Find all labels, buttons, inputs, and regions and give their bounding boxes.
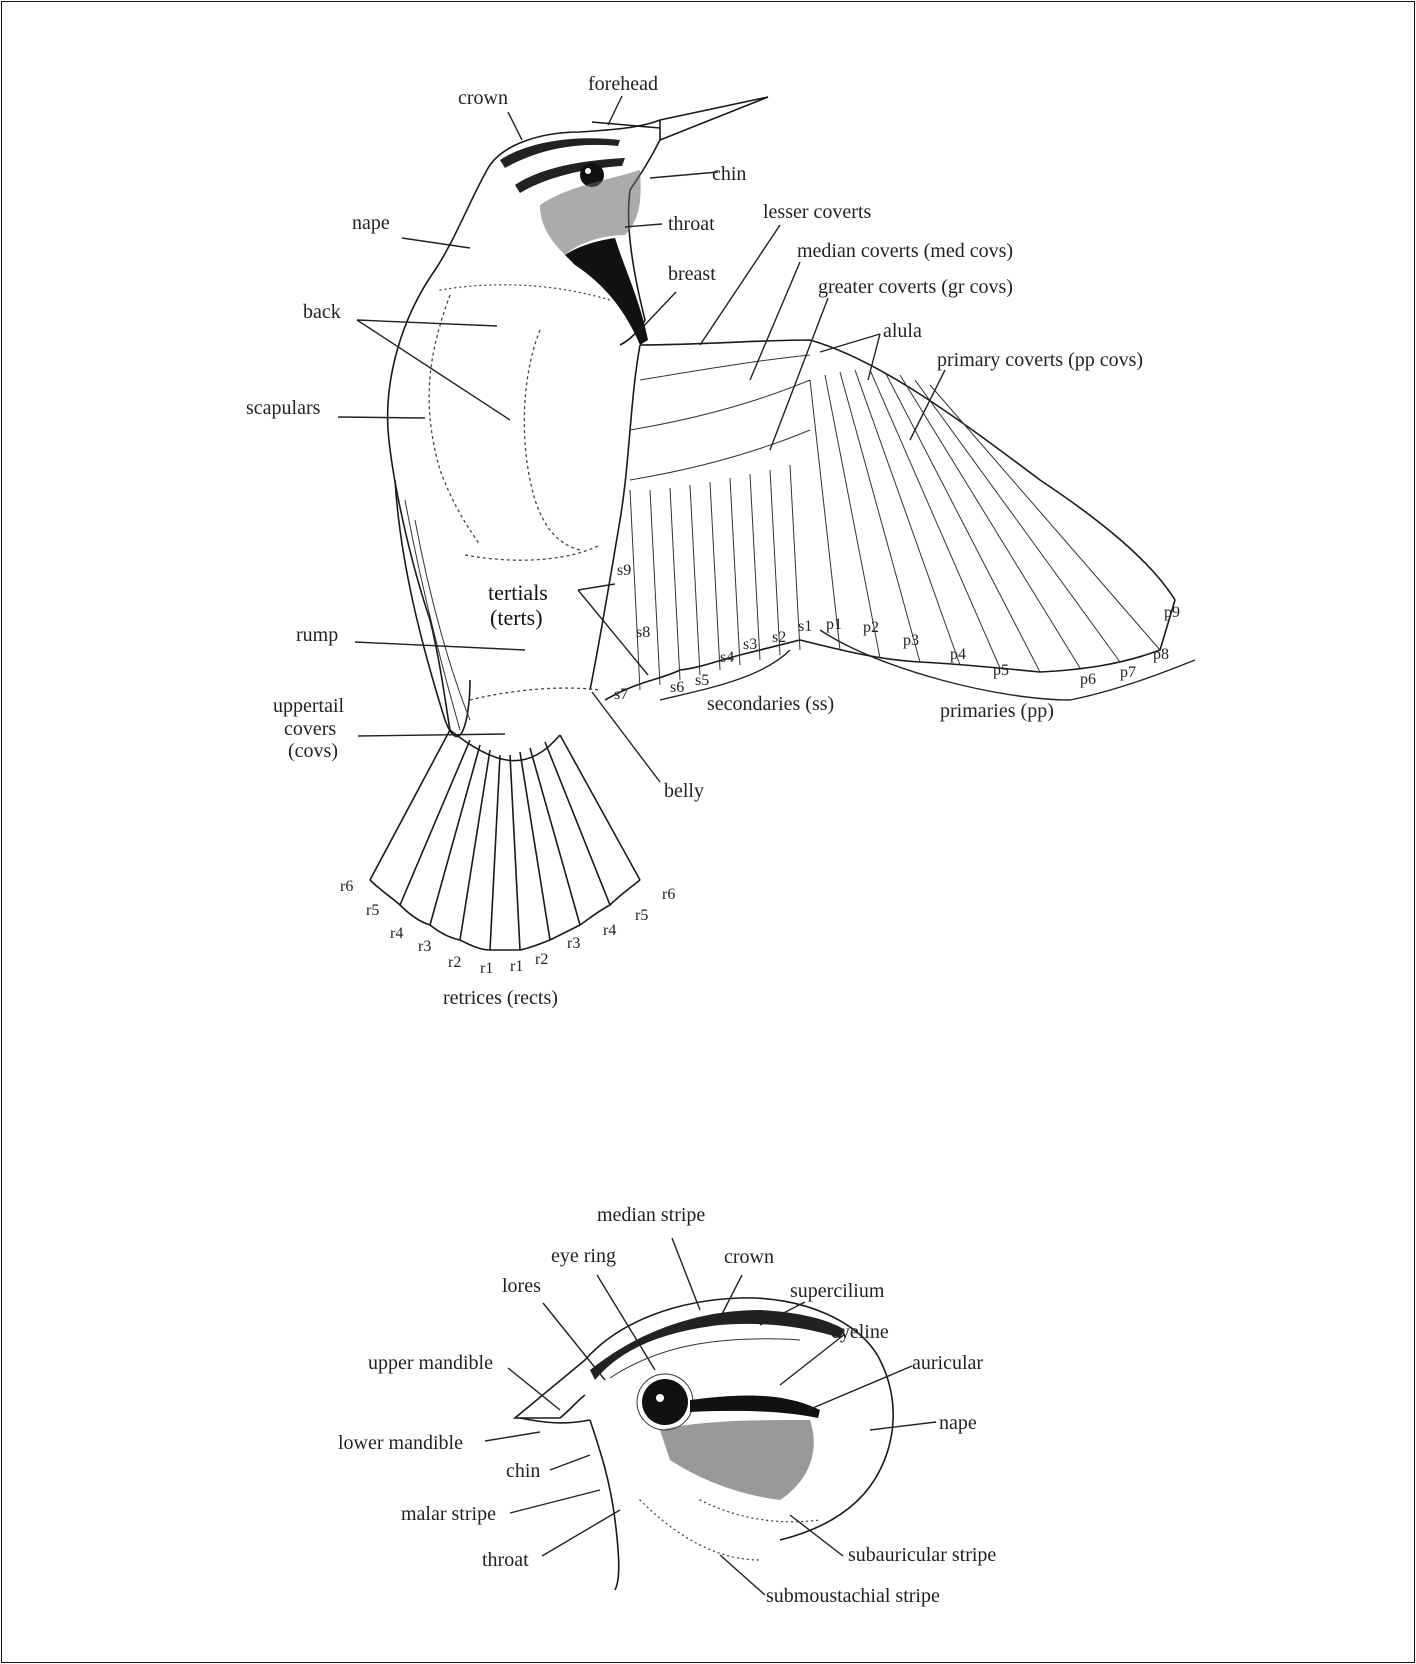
label-rump: rump xyxy=(296,624,338,646)
label-p7: p7 xyxy=(1120,664,1136,681)
label-eye-ring: eye ring xyxy=(551,1245,616,1267)
label-p5: p5 xyxy=(993,662,1009,679)
label-s2: s2 xyxy=(772,629,786,646)
label-s3: s3 xyxy=(743,636,757,653)
label-s9: s9 xyxy=(617,562,631,579)
label-tertials: tertials xyxy=(488,580,548,605)
label-s7: s7 xyxy=(614,686,628,703)
label-median-coverts: median coverts (med covs) xyxy=(797,240,1013,262)
label-lower-mandible: lower mandible xyxy=(338,1432,463,1454)
label-chin: chin xyxy=(712,163,746,185)
top-labels: crown forehead chin throat nape breast l… xyxy=(246,73,1143,1009)
label-scapulars: scapulars xyxy=(246,397,321,419)
label-s4: s4 xyxy=(720,649,734,666)
label-p1: p1 xyxy=(826,616,842,633)
label-forehead: forehead xyxy=(588,73,658,95)
label-crown-head: crown xyxy=(724,1246,774,1268)
label-secondaries: secondaries (ss) xyxy=(707,693,834,715)
label-s6: s6 xyxy=(670,679,684,696)
label-lores: lores xyxy=(502,1275,541,1297)
label-lesser-coverts: lesser coverts xyxy=(763,201,872,223)
label-r4-right: r4 xyxy=(603,922,616,939)
label-r5-left: r5 xyxy=(366,902,379,919)
label-r6-right: r6 xyxy=(662,886,675,903)
label-throat: throat xyxy=(668,213,715,235)
label-nape-head: nape xyxy=(939,1412,977,1434)
label-s8: s8 xyxy=(636,624,650,641)
label-r3-left: r3 xyxy=(418,938,431,955)
label-r5-right: r5 xyxy=(635,907,648,924)
label-median-stripe: median stripe xyxy=(597,1204,705,1226)
label-r2-left: r2 xyxy=(448,954,461,971)
label-belly: belly xyxy=(664,780,704,802)
label-nape: nape xyxy=(352,212,390,234)
label-uppertail-3: (covs) xyxy=(288,740,338,762)
label-r1-left: r1 xyxy=(480,960,493,977)
label-crown: crown xyxy=(458,87,508,109)
label-tertials-abbr: (terts) xyxy=(490,605,543,630)
label-submoustachial-stripe: submoustachial stripe xyxy=(766,1585,940,1607)
label-s5: s5 xyxy=(695,672,709,689)
label-primaries: primaries (pp) xyxy=(940,700,1054,722)
label-r1-right: r1 xyxy=(510,958,523,975)
label-uppertail-2: covers xyxy=(284,718,336,740)
label-greater-coverts: greater coverts (gr covs) xyxy=(818,276,1013,298)
label-primary-coverts: primary coverts (pp covs) xyxy=(937,349,1143,371)
label-p9: p9 xyxy=(1164,604,1180,621)
label-eyeline: eyeline xyxy=(831,1321,889,1343)
label-s1: s1 xyxy=(798,618,812,635)
label-back: back xyxy=(303,301,341,323)
label-malar-stripe: malar stripe xyxy=(401,1503,496,1525)
label-supercilium: supercilium xyxy=(790,1280,885,1302)
label-p3: p3 xyxy=(903,632,919,649)
label-uppertail-1: uppertail xyxy=(273,695,345,717)
label-r4-left: r4 xyxy=(390,925,403,942)
label-retrices: retrices (rects) xyxy=(443,987,558,1009)
label-breast: breast xyxy=(668,263,716,285)
label-alula: alula xyxy=(883,320,922,342)
label-r3-right: r3 xyxy=(567,935,580,952)
label-subauricular-stripe: subauricular stripe xyxy=(848,1544,996,1566)
feather-numbers: s1 s2 s3 s4 s5 s6 s7 s8 s9 p1 p2 p3 p4 p… xyxy=(340,562,1180,977)
top-leader-lines xyxy=(338,96,1195,782)
label-upper-mandible: upper mandible xyxy=(368,1352,493,1374)
label-r2-right: r2 xyxy=(535,951,548,968)
label-throat-head: throat xyxy=(482,1549,529,1571)
label-chin-head: chin xyxy=(506,1460,540,1482)
label-auricular: auricular xyxy=(912,1352,983,1374)
label-p4: p4 xyxy=(950,646,966,663)
bird-dorsal-drawing xyxy=(370,97,1175,950)
label-r6-left: r6 xyxy=(340,878,353,895)
label-p6: p6 xyxy=(1080,671,1096,688)
label-p8: p8 xyxy=(1153,646,1169,663)
label-p2: p2 xyxy=(863,619,879,636)
